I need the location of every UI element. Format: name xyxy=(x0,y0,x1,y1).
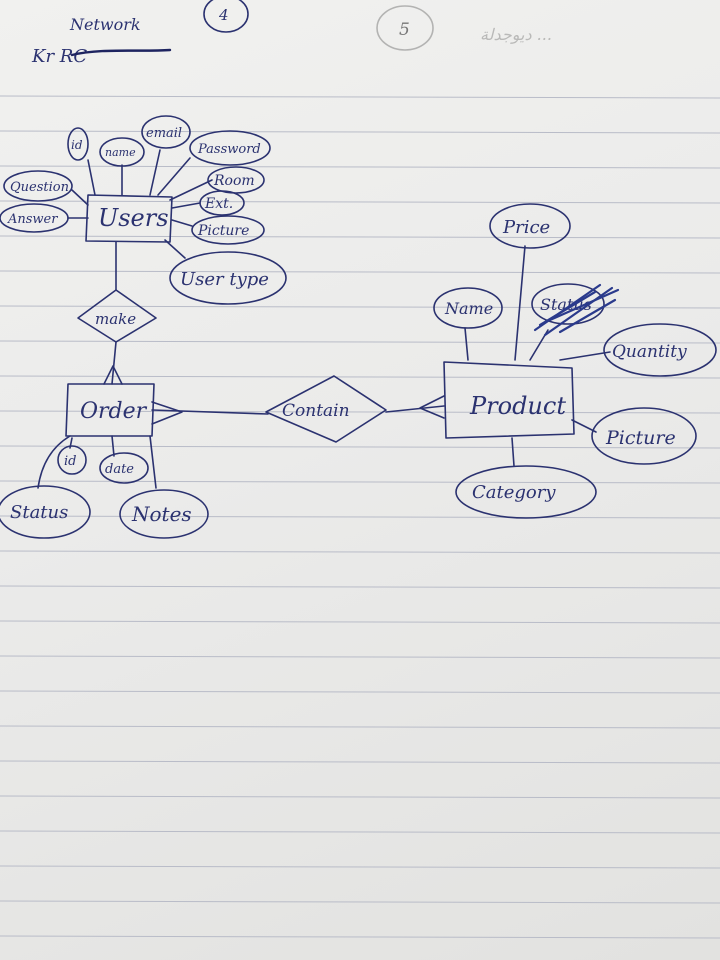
ruled-line xyxy=(0,130,720,134)
ruled-line xyxy=(0,235,720,239)
ruled-line xyxy=(0,200,720,204)
svg-text:Quantity: Quantity xyxy=(612,342,687,362)
attr-users-picture xyxy=(191,215,265,245)
svg-text:Name: Name xyxy=(444,299,493,318)
attr-product-quantity xyxy=(603,323,717,377)
svg-text:Price: Price xyxy=(502,217,550,238)
ruled-line xyxy=(0,865,720,869)
attr-order-status xyxy=(0,485,91,539)
svg-text:id: id xyxy=(64,454,76,469)
ruled-line xyxy=(0,305,720,309)
ruled-line xyxy=(0,900,720,904)
attr-product-price xyxy=(489,203,571,249)
ruled-line xyxy=(0,270,720,274)
svg-text:Picture: Picture xyxy=(605,427,676,449)
attr-users-password xyxy=(189,130,271,166)
svg-text:Room: Room xyxy=(213,173,255,189)
ruled-line xyxy=(0,480,720,484)
attr-users-ext xyxy=(199,190,245,216)
svg-text:name: name xyxy=(105,146,136,159)
ruled-line xyxy=(0,445,720,449)
note-underline xyxy=(70,48,172,57)
bleed-through-text: ديوجدلة ... xyxy=(480,25,552,44)
svg-text:date: date xyxy=(105,462,134,477)
ruled-line xyxy=(0,690,720,694)
attr-users-question xyxy=(3,170,73,202)
attr-product-status xyxy=(531,283,605,325)
attr-product-name xyxy=(433,287,503,329)
entity-users: Users xyxy=(85,194,173,243)
ruled-line xyxy=(0,515,720,519)
ruled-line xyxy=(0,760,720,764)
svg-text:Status: Status xyxy=(10,502,68,523)
network-label: Network xyxy=(69,15,141,34)
ruled-line xyxy=(0,95,720,99)
entity-order-label: Order xyxy=(80,399,148,424)
svg-text:Question: Question xyxy=(10,180,69,195)
attr-users-name xyxy=(99,137,145,167)
attr-users-id xyxy=(67,127,89,161)
scribbled-note: Kr RC xyxy=(31,46,87,67)
svg-text:Category: Category xyxy=(472,482,556,503)
circled-number: 5 xyxy=(399,20,410,40)
svg-text:Password: Password xyxy=(197,142,261,157)
ruled-line xyxy=(0,165,720,169)
attr-users-user-type xyxy=(169,251,287,305)
attr-product-picture xyxy=(591,407,697,465)
ruled-lines xyxy=(0,95,720,939)
svg-text:User type: User type xyxy=(180,269,269,290)
attr-order-notes xyxy=(119,489,209,539)
ruled-line xyxy=(0,340,720,344)
status-crossed-out-scribble xyxy=(533,283,620,337)
ruled-line xyxy=(0,410,720,414)
entity-product: Product xyxy=(443,361,575,439)
ruled-line xyxy=(0,655,720,659)
svg-text:Answer: Answer xyxy=(7,212,58,227)
attr-users-email xyxy=(141,115,191,149)
relationship-make-label: make xyxy=(95,310,136,328)
ruled-line xyxy=(0,795,720,799)
svg-text:Picture: Picture xyxy=(197,223,249,239)
attr-product-category xyxy=(455,465,597,519)
relationship-contain-label: Contain xyxy=(282,401,350,421)
entity-order: Order xyxy=(65,383,155,437)
ruled-line xyxy=(0,620,720,624)
relationship-contain: Contain xyxy=(265,375,387,443)
connector-lines xyxy=(37,149,611,489)
circled-number-ring xyxy=(376,5,434,51)
svg-text:Notes: Notes xyxy=(131,502,192,526)
ruled-line xyxy=(0,550,720,554)
ruled-line xyxy=(0,375,720,379)
ruled-line xyxy=(0,830,720,834)
header-scribbles: Network 4 5 Kr RC xyxy=(31,0,434,67)
relationship-make: make xyxy=(77,289,157,343)
ruled-line xyxy=(0,585,720,589)
svg-text:Ext.: Ext. xyxy=(204,196,233,212)
entity-product-label: Product xyxy=(469,392,566,420)
attr-order-id xyxy=(57,445,87,475)
svg-text:id: id xyxy=(71,138,83,152)
ruled-line xyxy=(0,725,720,729)
page-number: 4 xyxy=(218,6,229,24)
svg-text:email: email xyxy=(146,126,182,141)
entity-users-label: Users xyxy=(98,204,169,232)
users-attributes: id name email Password Room Ext. Picture… xyxy=(0,115,287,305)
order-attributes: id date Status Notes xyxy=(0,445,209,539)
page-number-circle xyxy=(203,0,249,33)
attr-users-answer xyxy=(0,203,69,233)
attr-order-date xyxy=(99,452,149,484)
ruled-line xyxy=(0,935,720,939)
product-attributes: Price Name Status Quantity Picture Categ… xyxy=(433,203,717,519)
